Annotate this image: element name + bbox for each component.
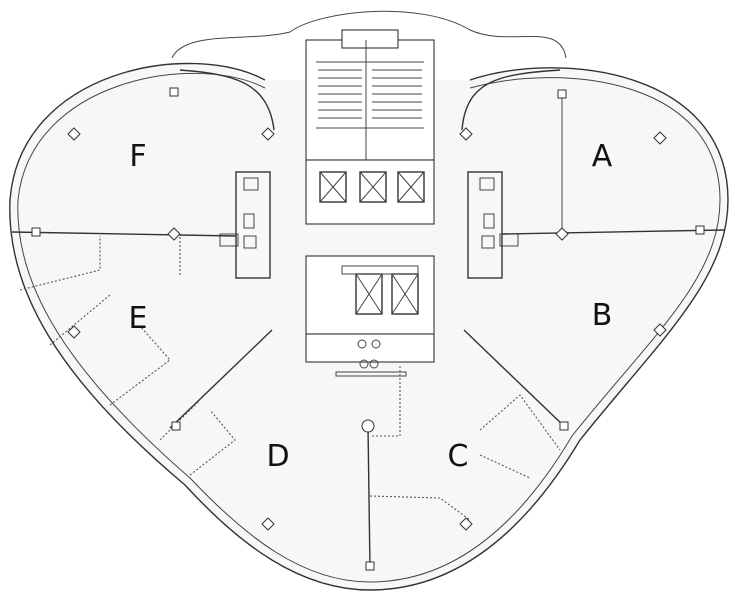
stair-shaft-upper	[305, 39, 435, 161]
core-restroom	[305, 333, 435, 363]
roof-canopy-outline	[171, 10, 567, 59]
zone-label-b: B	[592, 298, 613, 333]
curved-wall-east	[461, 69, 561, 131]
zone-label-c: C	[448, 439, 469, 474]
curved-wall-west	[179, 69, 275, 131]
elevator-car	[359, 171, 387, 203]
zone-label-e: E	[129, 301, 148, 336]
zone-label-f: F	[129, 139, 146, 174]
zone-label-d: D	[266, 439, 289, 474]
outer-facade	[9, 62, 729, 591]
inner-facade	[17, 72, 721, 583]
central-core	[305, 29, 435, 377]
stair-landing	[341, 29, 399, 49]
columns	[31, 87, 705, 571]
elevator-car	[397, 171, 425, 203]
partition-walls	[11, 94, 725, 571]
elevator-car	[319, 171, 347, 203]
restroom-east	[467, 171, 519, 279]
elevator-bank-upper	[305, 159, 435, 225]
office-partitions	[19, 236, 561, 521]
restroom-west	[219, 171, 271, 279]
zone-label-a: A	[592, 139, 613, 174]
